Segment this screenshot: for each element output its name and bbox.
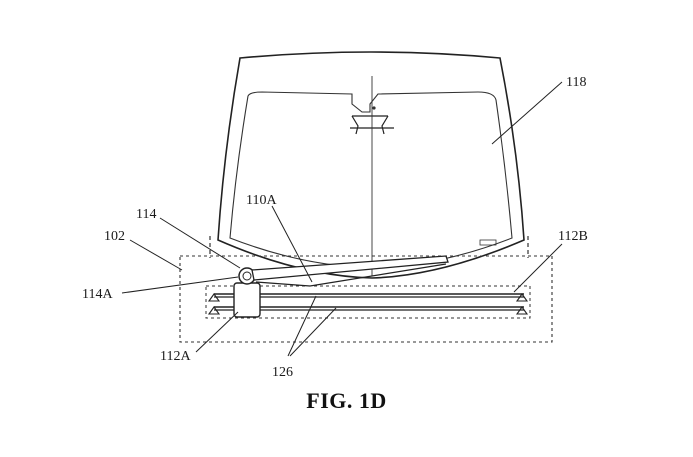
- leader-114: [159, 217, 241, 269]
- leader-112A: [195, 311, 239, 353]
- label-114A: 114A: [82, 287, 113, 302]
- leader-110A: [271, 205, 313, 283]
- rail-end-left-top: [207, 293, 221, 302]
- windshield-inner-outline: [229, 91, 513, 269]
- rail-end-left-bottom: [207, 306, 221, 315]
- wiper-pivot-inner: [242, 271, 252, 281]
- label-110A: 110A: [246, 193, 277, 208]
- label-112B: 112B: [558, 229, 588, 244]
- glass-mark: [479, 239, 497, 246]
- label-112A: 112A: [160, 349, 191, 364]
- rail-housing-box: [205, 285, 531, 319]
- sensor-dot: [372, 106, 376, 110]
- label-118: 118: [566, 75, 586, 90]
- leader-112B: [513, 243, 563, 293]
- leader-102: [129, 239, 183, 271]
- leader-126-a: [287, 295, 317, 357]
- rail-end-right-top: [515, 293, 529, 302]
- system-boundary-box: [179, 255, 553, 343]
- mirror-mount: [350, 115, 394, 135]
- leader-118: [491, 81, 563, 145]
- figure-caption: FIG. 1D: [306, 388, 387, 413]
- wiper-arm: [251, 255, 449, 281]
- label-126: 126: [272, 365, 293, 380]
- windshield-outline: [217, 51, 525, 279]
- rail-end-right-bottom: [515, 306, 529, 315]
- leader-114A: [121, 276, 239, 294]
- wiper-blade: [255, 263, 447, 287]
- label-102: 102: [104, 229, 125, 244]
- label-114: 114: [136, 207, 156, 222]
- leader-126-b: [289, 307, 337, 357]
